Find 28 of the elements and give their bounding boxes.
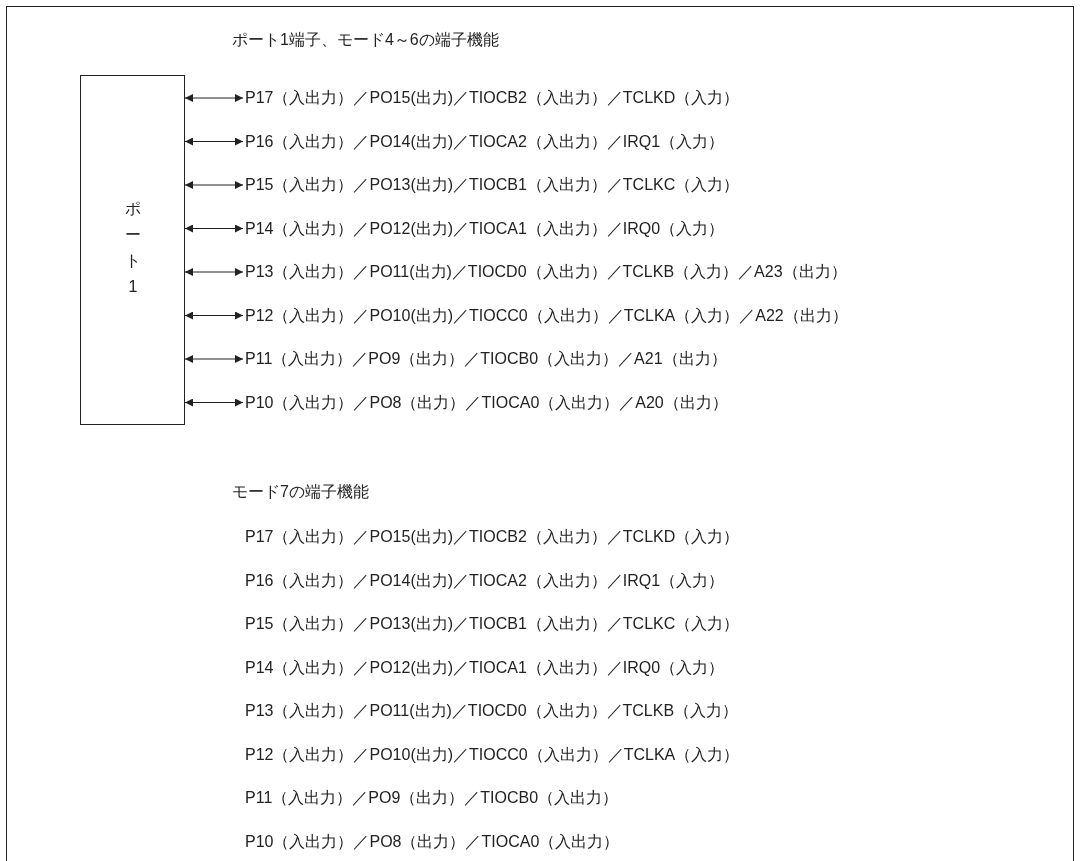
- arrow: [184, 355, 244, 363]
- pin-function-text: P13（入出力）／PO11(出力)／TIOCD0（入出力）／TCLKB（入力）: [245, 701, 739, 721]
- pin-function-text: P11（入出力）／PO9（出力）／TIOCB0（入出力）／A21（出力）: [245, 349, 727, 369]
- pin-function-text: P12（入出力）／PO10(出力)／TIOCC0（入出力）／TCLKA（入力）: [245, 744, 740, 765]
- pin-function-text: P10（入出力）／PO8（出力）／TIOCA0（入出力）／A20（出力）: [245, 392, 728, 413]
- title: ポート1端子、モード4～6の端子機能: [232, 30, 499, 50]
- pin-function-text: P17（入出力）／PO15(出力)／TIOCB2（入出力）／TCLKD（入力）: [245, 527, 740, 547]
- pin-function-text: P14（入出力）／PO12(出力)／TIOCA1（入出力）／IRQ0（入力）: [245, 657, 725, 678]
- arrow: [184, 398, 244, 407]
- arrow: [184, 94, 244, 102]
- pin-function-text: P11（入出力）／PO9（出力）／TIOCB0（入出力）: [245, 788, 619, 808]
- pin-function-text: P15（入出力）／PO13(出力)／TIOCB1（入出力）／TCLKC（入力）: [245, 614, 740, 634]
- arrow: [184, 268, 244, 276]
- pin-function-text: P12（入出力）／PO10(出力)／TIOCC0（入出力）／TCLKA（入力）／A22（出力）: [245, 305, 848, 326]
- port-label: ポート1: [125, 199, 141, 297]
- arrow: [184, 137, 244, 146]
- port-box: [80, 75, 185, 425]
- pin-function-text: P10（入出力）／PO8（出力）／TIOCA0（入出力）: [245, 831, 620, 852]
- section-heading: モード7の端子機能: [232, 482, 369, 502]
- pin-function-text: P15（入出力）／PO13(出力)／TIOCB1（入出力）／TCLKC（入力）: [245, 175, 740, 195]
- pin-function-text: P14（入出力）／PO12(出力)／TIOCA1（入出力）／IRQ0（入力）: [245, 218, 725, 239]
- arrow: [184, 311, 244, 320]
- pin-function-text: P16（入出力）／PO14(出力)／TIOCA2（入出力）／IRQ1（入力）: [245, 131, 725, 152]
- pin-function-text: P13（入出力）／PO11(出力)／TIOCD0（入出力）／TCLKB（入力）／A23（出力）: [245, 262, 847, 282]
- pin-function-text: P16（入出力）／PO14(出力)／TIOCA2（入出力）／IRQ1（入力）: [245, 570, 725, 591]
- arrow: [184, 224, 244, 233]
- pin-function-text: P17（入出力）／PO15(出力)／TIOCB2（入出力）／TCLKD（入力）: [245, 88, 740, 108]
- arrow: [184, 181, 244, 189]
